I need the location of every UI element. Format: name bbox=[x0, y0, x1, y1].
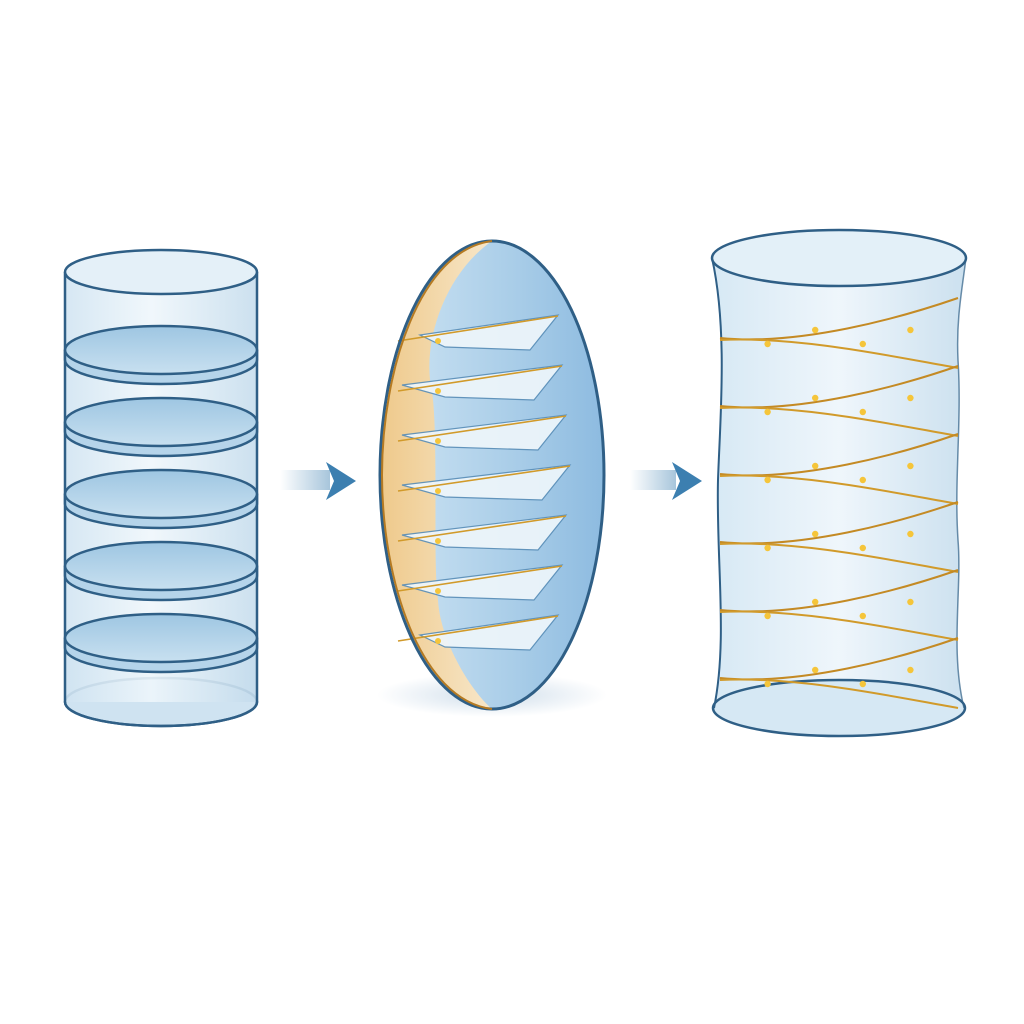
gold-dot bbox=[907, 598, 914, 606]
gold-dot bbox=[435, 538, 441, 544]
fold-gold-line bbox=[397, 465, 571, 492]
gold-dot bbox=[764, 476, 771, 484]
disc-stack bbox=[63, 324, 259, 674]
helix-front-strand bbox=[719, 406, 959, 437]
gold-dot bbox=[907, 530, 914, 538]
tube-top-rim bbox=[710, 228, 968, 288]
disc bbox=[63, 612, 259, 664]
fold-gold-line bbox=[397, 615, 559, 642]
gold-dot bbox=[812, 666, 819, 674]
gold-dot bbox=[435, 388, 441, 394]
inner-fold bbox=[401, 514, 568, 551]
disc bbox=[63, 396, 259, 448]
gold-dot bbox=[907, 666, 914, 674]
fold-gold-line bbox=[397, 515, 567, 542]
right-arrow-icon bbox=[280, 462, 356, 500]
disc bbox=[63, 540, 259, 592]
gold-dot bbox=[435, 588, 441, 594]
gold-dot bbox=[435, 338, 441, 344]
gold-dot bbox=[435, 438, 441, 444]
gold-dot bbox=[859, 612, 866, 620]
tube-bottom-rim bbox=[711, 678, 967, 738]
right-arrow-icon bbox=[630, 462, 702, 500]
gold-dot bbox=[812, 530, 819, 538]
gold-dot bbox=[907, 462, 914, 470]
inner-fold bbox=[401, 564, 564, 601]
gold-dot bbox=[435, 638, 441, 644]
gold-dot bbox=[764, 408, 771, 416]
gold-dot bbox=[812, 326, 819, 334]
stacked-cylinder bbox=[63, 248, 259, 728]
helix-windings bbox=[719, 297, 959, 709]
helix-tube bbox=[710, 228, 968, 738]
helix-front-strand bbox=[719, 542, 959, 573]
gold-dot bbox=[764, 680, 771, 688]
fold-gold-line bbox=[397, 415, 567, 442]
gold-dot bbox=[764, 544, 771, 552]
inner-fold bbox=[401, 464, 572, 501]
oval-cross-section bbox=[377, 239, 607, 717]
gold-dot bbox=[859, 680, 866, 688]
gold-dot bbox=[907, 326, 914, 334]
gold-dot bbox=[859, 340, 866, 348]
inner-fold bbox=[401, 414, 568, 451]
gold-dot bbox=[764, 612, 771, 620]
helix-front-strand bbox=[719, 474, 959, 505]
fold-gold-line bbox=[397, 315, 559, 342]
gold-dot bbox=[907, 394, 914, 402]
gold-dot bbox=[859, 476, 866, 484]
gold-dot bbox=[764, 340, 771, 348]
oval-cut-face bbox=[382, 241, 492, 709]
helix-front-strand bbox=[719, 338, 959, 369]
oval-inner-folds bbox=[397, 314, 572, 651]
gold-dot bbox=[859, 544, 866, 552]
cylinder-top-rim bbox=[63, 248, 259, 296]
gold-dot bbox=[812, 462, 819, 470]
helix-front-strand bbox=[719, 610, 959, 641]
helix-front-strand bbox=[719, 678, 959, 709]
inner-fold bbox=[401, 364, 564, 401]
gold-dot bbox=[859, 408, 866, 416]
gold-dot bbox=[812, 394, 819, 402]
gold-dot bbox=[812, 598, 819, 606]
fold-gold-line bbox=[397, 365, 563, 392]
disc bbox=[63, 324, 259, 376]
gold-dot bbox=[435, 488, 441, 494]
disc bbox=[63, 468, 259, 520]
fold-gold-line bbox=[397, 565, 563, 592]
